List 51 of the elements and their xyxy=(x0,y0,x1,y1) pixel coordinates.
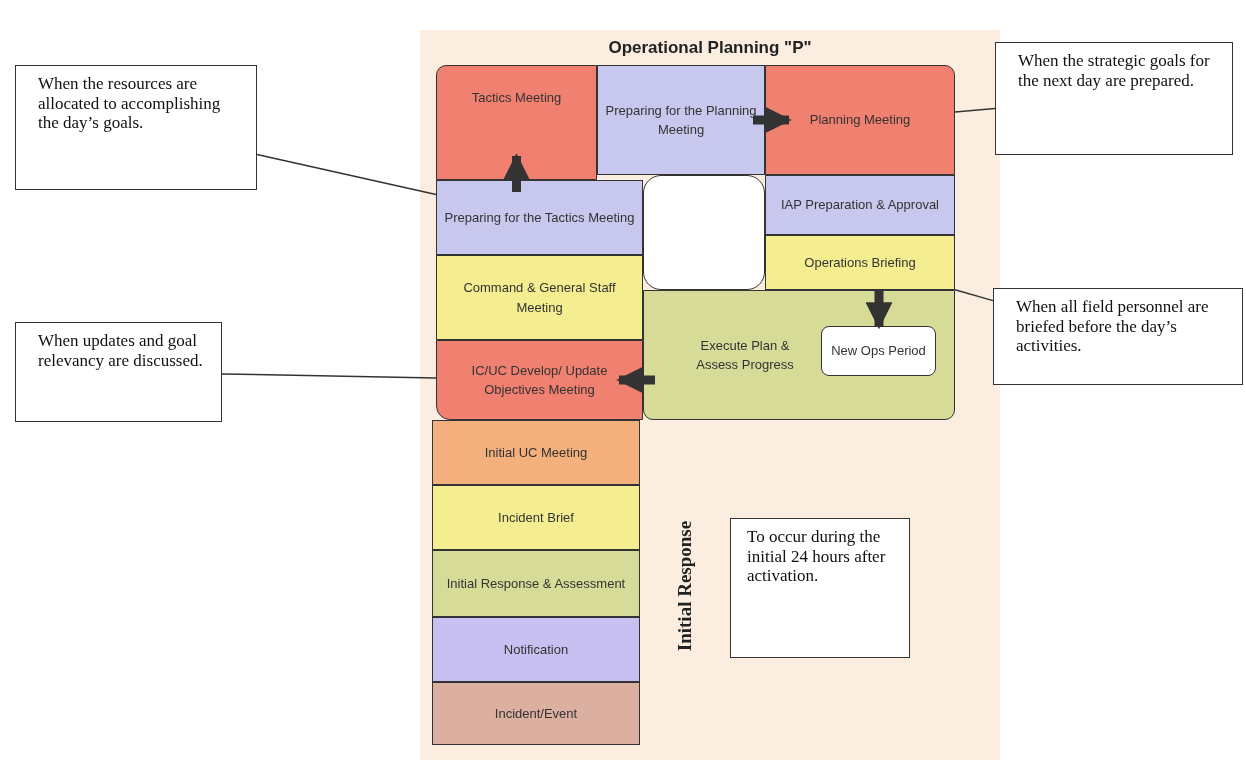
step-label: Tactics Meeting xyxy=(470,89,563,107)
step-box xyxy=(643,290,955,420)
step-box xyxy=(436,65,597,180)
callout-box xyxy=(15,322,222,422)
note-box xyxy=(730,518,910,658)
callout-box xyxy=(15,65,257,190)
step-label: Incident Brief xyxy=(497,508,575,527)
leader-line xyxy=(954,107,996,113)
callout-text: When the resources are allocated to accomplishing the day’s goals. xyxy=(37,73,222,135)
step-box xyxy=(432,682,640,745)
step-label: Notification xyxy=(502,640,570,659)
callout-text: When the strategic goals for the next day are prepared. xyxy=(1017,50,1211,92)
leader-line xyxy=(954,289,994,302)
callout-text: When updates and goal relevancy are discussed. xyxy=(37,330,204,372)
step-label: Command & General Staff Meeting xyxy=(462,279,617,317)
step-box xyxy=(432,420,640,485)
step-label: Incident/Event xyxy=(493,704,579,723)
step-label: Planning Meeting xyxy=(808,111,912,130)
callout-box xyxy=(993,288,1243,385)
step-label: IAP Preparation & Approval xyxy=(780,196,940,215)
step-label: Initial UC Meeting xyxy=(483,443,589,462)
step-box xyxy=(432,485,640,550)
diagram-title: Operational Planning "P" xyxy=(607,38,813,58)
phase-label: Initial Response xyxy=(674,519,696,654)
step-box xyxy=(432,617,640,682)
leader-line xyxy=(221,373,437,379)
arrow xyxy=(865,290,893,330)
step-label: Initial Response & Assessment xyxy=(445,574,627,593)
step-box xyxy=(436,255,643,340)
step-box xyxy=(436,180,643,255)
step-box xyxy=(765,235,955,290)
arrow xyxy=(616,366,655,394)
callout-text: When all field personnel are briefed before the day’s activities. xyxy=(1015,296,1210,358)
step-box xyxy=(765,65,955,175)
step-box xyxy=(821,326,936,376)
callout-box xyxy=(995,42,1233,155)
step-box xyxy=(432,550,640,617)
step-box xyxy=(765,175,955,235)
step-label: IC/UC Develop/ Update Objectives Meeting xyxy=(470,361,609,399)
step-box xyxy=(597,65,765,175)
step-box xyxy=(436,340,643,420)
step-label: Preparing for the Planning Meeting xyxy=(604,101,758,139)
step-label: Preparing for the Tactics Meeting xyxy=(443,208,636,227)
note-text: To occur during the initial 24 hours after activation. xyxy=(746,526,887,588)
step-label: Operations Briefing xyxy=(803,253,917,272)
leader-line xyxy=(256,153,437,196)
step-label: Execute Plan & Assess Progress xyxy=(695,336,795,374)
arrow xyxy=(503,153,530,192)
step-label: New Ops Period xyxy=(830,342,927,361)
arrow xyxy=(753,106,792,134)
center-box xyxy=(643,175,765,290)
